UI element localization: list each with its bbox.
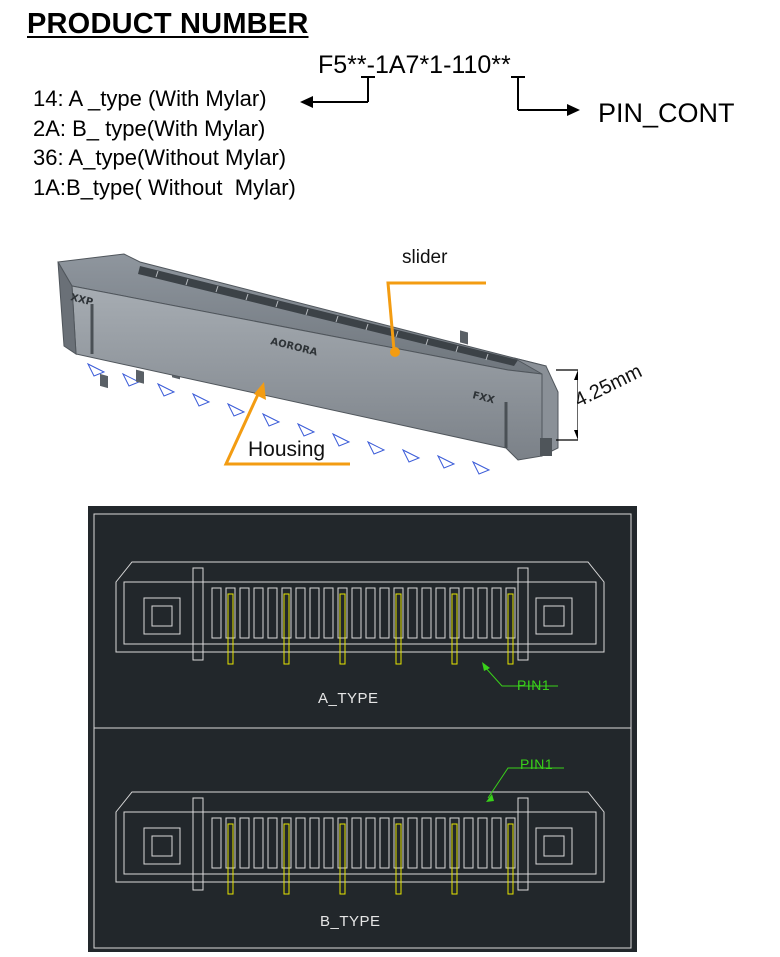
a-type-pin-slot [365, 587, 376, 639]
b-type-pin-slot [267, 817, 278, 869]
b-type-pin-slot [211, 817, 222, 869]
connector-3d-render: XXP AORORA FXX [57, 253, 598, 475]
a-type-footprint [115, 561, 605, 661]
b-type-pin-slot [421, 817, 432, 869]
a-type-pin-slot [477, 587, 488, 639]
a-type-pin-slot [393, 587, 404, 639]
b-type-pin-slot-highlighted [227, 823, 234, 895]
a-type-pin-slot [323, 587, 334, 639]
height-dimension-label: 4.25mm [571, 360, 646, 412]
b-type-pin-slot [435, 817, 446, 869]
slot-contacts [155, 270, 489, 361]
cad-drawing [88, 506, 637, 952]
pin1-arrow-b-icon [486, 794, 494, 802]
connector-photo: XXP AORORA FXX [48, 242, 598, 487]
cad-outline [93, 513, 632, 949]
a-type-pin-slot [421, 587, 432, 639]
b-type-pin-slot [491, 817, 502, 869]
b-type-pin-slot-highlighted [451, 823, 458, 895]
b-type-pin-slot [323, 817, 334, 869]
a-type-pin-slot [281, 587, 292, 639]
type-option: 36: A_type(Without Mylar) [33, 145, 287, 170]
type-option: 14: A _type (With Mylar) [33, 86, 267, 111]
housing-label: Housing [248, 438, 326, 461]
orange-callouts [223, 281, 486, 466]
a-type-pin-slot-highlighted [283, 593, 290, 665]
part-number-callouts [300, 76, 580, 116]
pin1-label-a: PIN1 [517, 677, 551, 693]
type-option: 2A: B_ type(With Mylar) [33, 116, 266, 141]
marking-left: XXP [69, 292, 94, 308]
a-type-pin-slot-highlighted [339, 593, 346, 665]
a-type-pin-slot [491, 587, 502, 639]
b-type-pin-slot [239, 817, 250, 869]
type-option: 1A:B_type( Without Mylar) [33, 175, 296, 200]
footprint-pins [86, 362, 491, 475]
b-type-pin-slot [225, 817, 236, 869]
b-type-pin-slot [295, 817, 306, 869]
b-type-pin-slot [351, 817, 362, 869]
a-type-pin-slot-highlighted [507, 593, 514, 665]
b-type-pin-slot [463, 817, 474, 869]
housing-arrow-icon [254, 382, 266, 400]
height-dimension [556, 369, 598, 441]
b-type-pin-slot [253, 817, 264, 869]
cad-frame [93, 513, 632, 949]
b-type-pin-slot [281, 817, 292, 869]
b-type-pin-slot [379, 817, 390, 869]
pin1-leader-b [487, 767, 564, 799]
arrow-left-icon [300, 96, 313, 108]
a-type-pin-slot [379, 587, 390, 639]
b-type-pin-slot [309, 817, 320, 869]
pin1-leader-a [483, 665, 558, 687]
b-type-pin-slot-highlighted [395, 823, 402, 895]
part-number-code: F5**-1A7*1-110** [318, 51, 511, 79]
a-type-pin-slot [449, 587, 460, 639]
a-type-pin-slot [253, 587, 264, 639]
pin-cont-label: PIN_CONT [598, 98, 735, 128]
b-type-pin-slot-highlighted [339, 823, 346, 895]
b-type-pin-slot [337, 817, 348, 869]
pin1-arrow-a-icon [482, 662, 490, 671]
marking-right: FXX [471, 390, 496, 406]
a-type-pin-slot [337, 587, 348, 639]
b-type-pin-slot [477, 817, 488, 869]
b-type-pin-slot [393, 817, 404, 869]
a-type-pin-slot-highlighted [227, 593, 234, 665]
b-type-pin-slot [365, 817, 376, 869]
a-type-pin-slot-highlighted [395, 593, 402, 665]
a-type-pin-slot [211, 587, 222, 639]
a-type-pin-slot [407, 587, 418, 639]
b-type-pin-slot [407, 817, 418, 869]
a-type-pin-slot [351, 587, 362, 639]
a-type-pin-slot [225, 587, 236, 639]
a-type-pin-slot [505, 587, 516, 639]
a-type-pin-slot [239, 587, 250, 639]
pin1-label-b: PIN1 [520, 756, 554, 772]
a-type-label: A_TYPE [318, 690, 379, 707]
b-type-footprint [115, 791, 605, 891]
a-type-pin-slot [435, 587, 446, 639]
arrow-right-icon [567, 104, 580, 116]
a-type-pin-slot [309, 587, 320, 639]
slider-label: slider [402, 247, 448, 268]
slider-pointer-dot [390, 347, 400, 357]
page-title: PRODUCT NUMBER [27, 8, 309, 40]
b-type-pin-slot-highlighted [507, 823, 514, 895]
b-type-label: B_TYPE [320, 913, 381, 930]
b-type-pin-slot-highlighted [283, 823, 290, 895]
a-type-pin-slot [267, 587, 278, 639]
b-type-pin-slot [505, 817, 516, 869]
a-type-pin-slot [295, 587, 306, 639]
a-type-pin-slot-highlighted [451, 593, 458, 665]
b-type-pin-slot [449, 817, 460, 869]
a-type-pin-slot [463, 587, 474, 639]
